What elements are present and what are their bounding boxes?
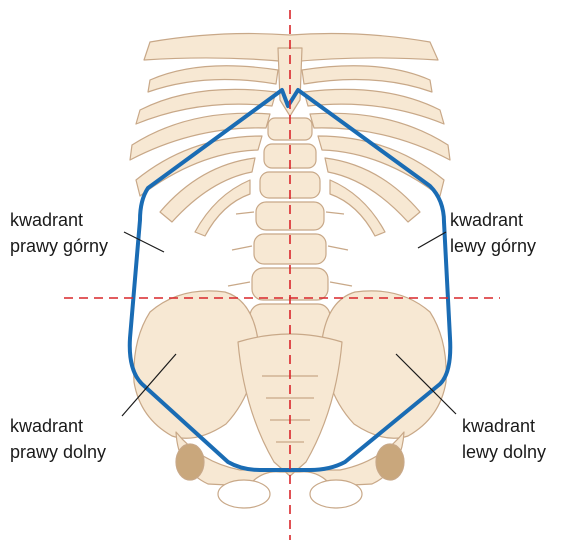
left-ilium (322, 291, 446, 438)
label-upper-left-line2: lewy górny (450, 236, 536, 256)
right-obturator-foramen (218, 480, 270, 508)
left-obturator-foramen (310, 480, 362, 508)
left-acetabulum (376, 444, 404, 480)
label-lower-right: kwadrant prawy dolny (10, 416, 106, 462)
label-upper-right-line1: kwadrant (10, 210, 83, 230)
label-lower-left-line1: kwadrant (462, 416, 535, 436)
label-upper-right-line2: prawy górny (10, 236, 108, 256)
right-acetabulum (176, 444, 204, 480)
leader-upper-left (418, 232, 446, 248)
leader-upper-right (124, 232, 164, 252)
label-upper-right: kwadrant prawy górny (10, 210, 108, 256)
label-lower-left-line2: lewy dolny (462, 442, 546, 462)
label-upper-left: kwadrant lewy górny (450, 210, 536, 256)
label-upper-left-line1: kwadrant (450, 210, 523, 230)
rib-r1 (148, 66, 278, 92)
label-lower-left: kwadrant lewy dolny (462, 416, 546, 462)
label-lower-right-line2: prawy dolny (10, 442, 106, 462)
label-lower-right-line1: kwadrant (10, 416, 83, 436)
right-ilium (134, 291, 258, 438)
rib-l1 (302, 66, 432, 92)
